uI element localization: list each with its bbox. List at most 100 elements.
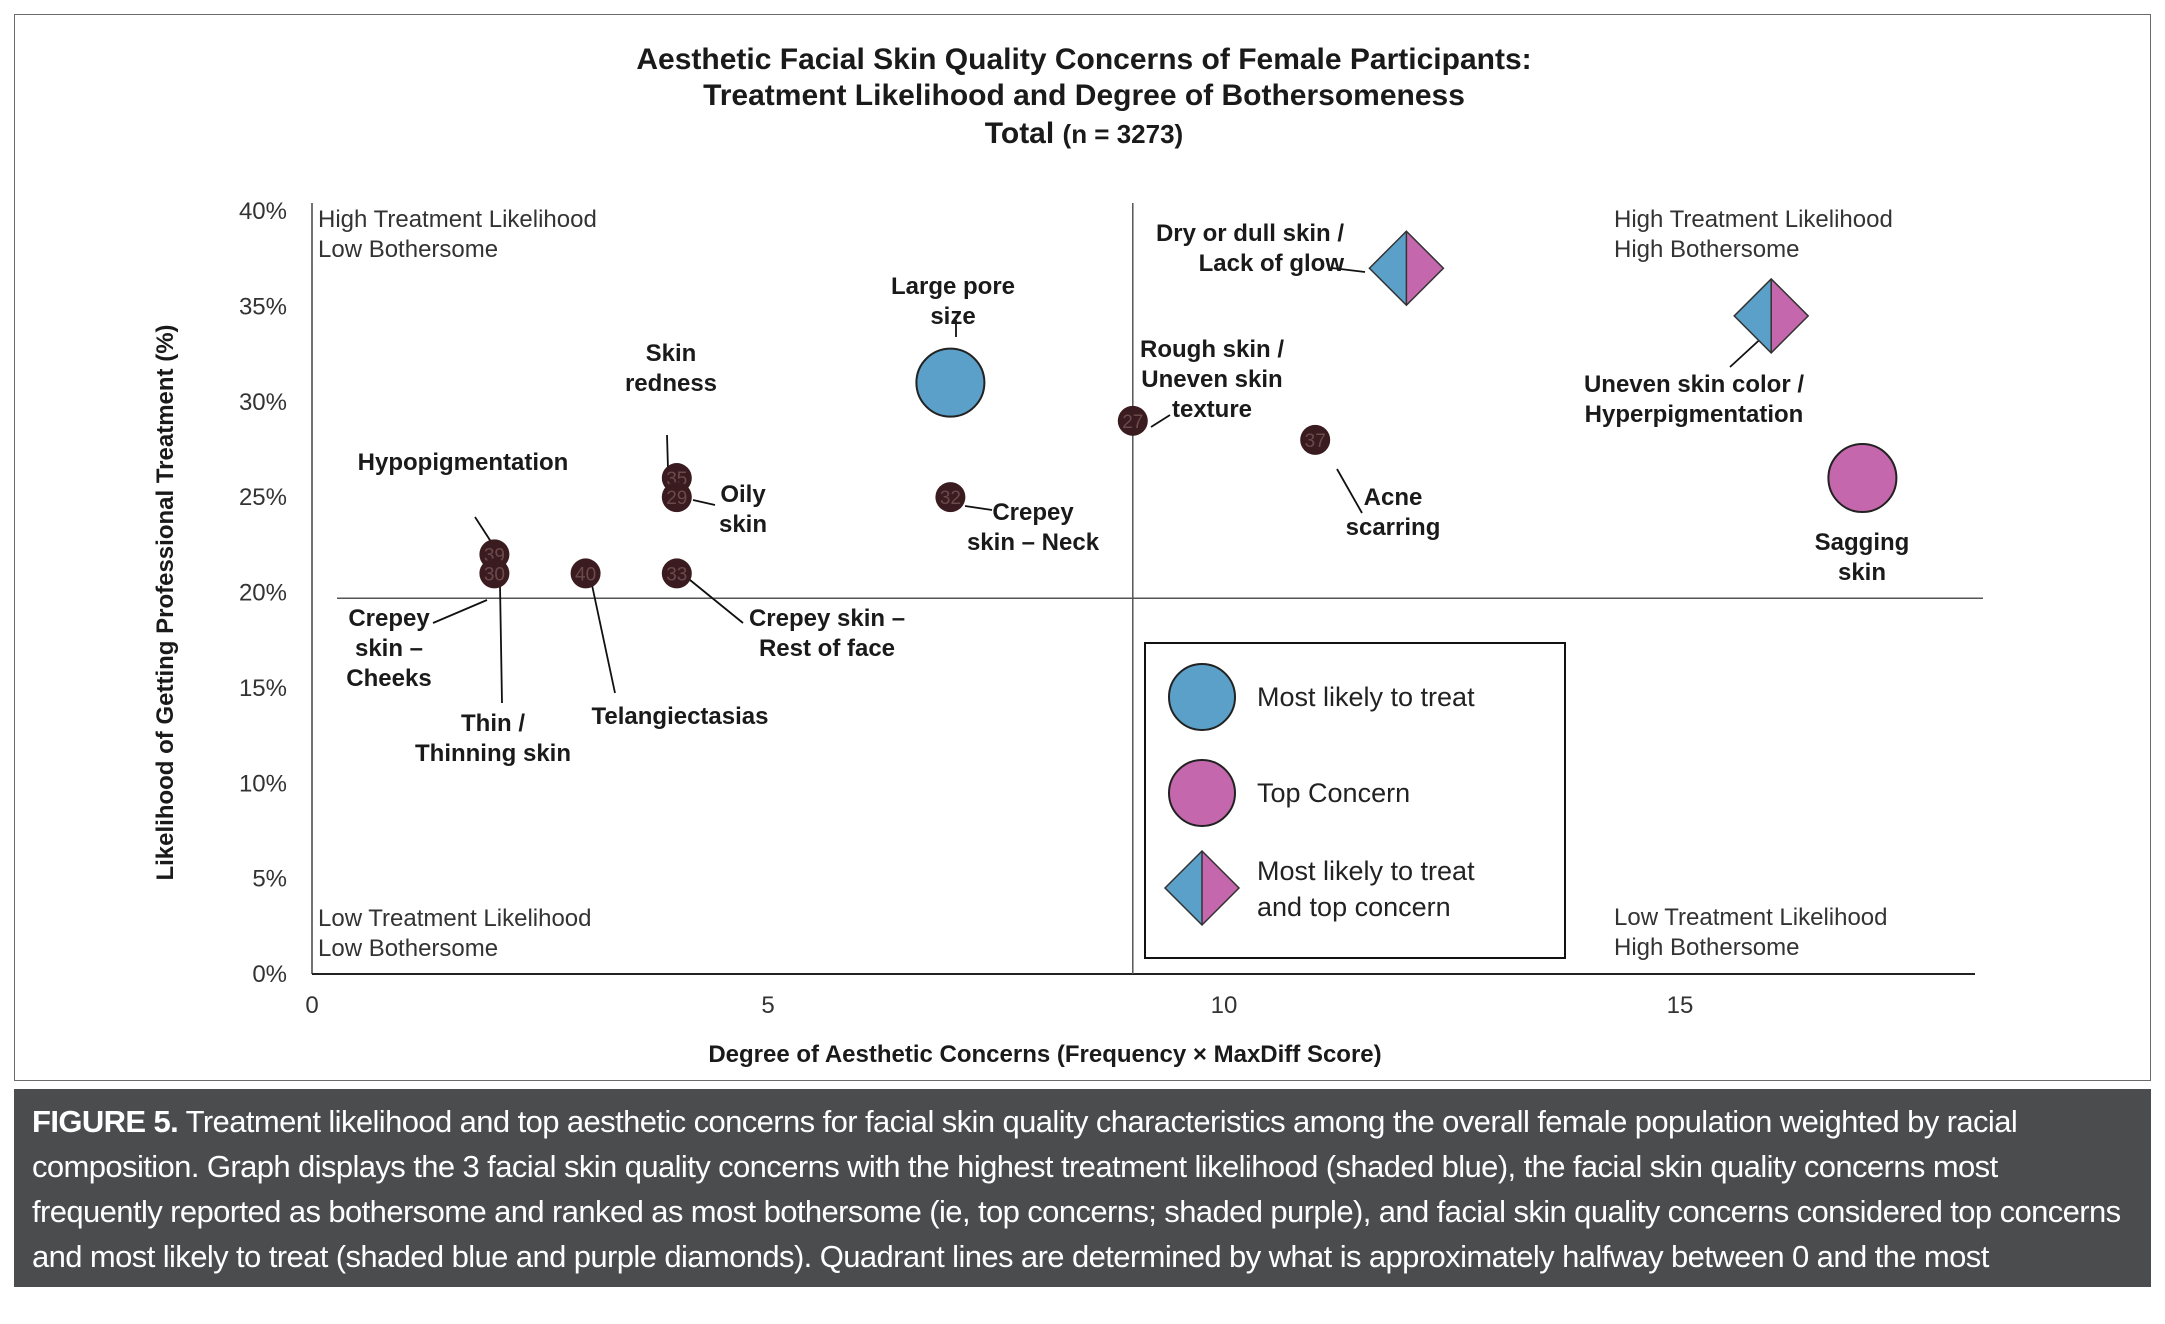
leader-line (1336, 468, 1363, 514)
data-point-marker (1117, 405, 1148, 436)
legend-label: and top concern (1257, 892, 1451, 922)
data-point-label: skin (719, 511, 767, 538)
data-point-marker (1300, 424, 1331, 455)
data-point-marker (479, 558, 510, 589)
chart-frame: Aesthetic Facial Skin Quality Concerns o… (14, 14, 2151, 1081)
data-point-marker-diamond-left-half (1734, 278, 1772, 353)
leader-line (432, 599, 488, 624)
quadrant-label-bottom-right: High Bothersome (1614, 934, 1799, 961)
data-point-marker-diamond (1368, 230, 1445, 307)
data-point-label: redness (625, 370, 717, 397)
y-tick-label: 40% (239, 198, 287, 225)
data-point-label: Sagging (1815, 529, 1910, 556)
legend-marker-blue (1168, 663, 1236, 731)
leader-line (692, 499, 716, 506)
data-point-number: 37 (1305, 431, 1326, 452)
data-point-number: 32 (940, 488, 961, 509)
data-point-label: Skin (646, 340, 697, 367)
data-point-marker-purple (1827, 443, 1898, 514)
data-point-number: 29 (666, 488, 687, 509)
y-tick-label: 0% (252, 961, 287, 988)
data-point-label: Oily (720, 481, 766, 508)
y-axis-label: Likelihood of Getting Professional Treat… (152, 324, 179, 880)
data-point-label: Crepey (992, 499, 1074, 526)
data-point-marker-diamond-right-half (1771, 278, 1809, 353)
chart-subtitle: Total (n = 3273) (985, 117, 1183, 150)
y-tick-label: 20% (239, 580, 287, 607)
data-point-number: 27 (1122, 412, 1143, 433)
leader-line (1331, 267, 1366, 273)
leader-line (689, 579, 744, 624)
legend-marker-purple (1168, 759, 1236, 827)
data-point-label: Cheeks (346, 665, 431, 692)
y-tick-label: 10% (239, 770, 287, 797)
x-tick-label: 15 (1667, 992, 1694, 1019)
data-point-label: skin (1838, 559, 1886, 586)
quadrant-label-top-right: High Bothersome (1614, 236, 1799, 263)
data-point-label: Hyperpigmentation (1585, 401, 1804, 428)
y-tick-label: 5% (252, 866, 287, 893)
data-point-marker (661, 482, 692, 513)
quadrant-label-bottom-left: Low Bothersome (318, 935, 498, 962)
leader-line (499, 584, 503, 704)
quadrant-label-top-left: High Treatment Likelihood (318, 206, 597, 233)
data-point-label: Rest of face (759, 635, 895, 662)
data-point-marker (661, 558, 692, 589)
y-tick-label: 25% (239, 484, 287, 511)
data-point-number: 33 (666, 564, 687, 585)
x-tick-label: 10 (1211, 992, 1238, 1019)
data-point-label: Lack of glow (1199, 250, 1345, 277)
data-point-label: texture (1172, 396, 1252, 423)
scatter-chart: Aesthetic Facial Skin Quality Concerns o… (152, 43, 1983, 1068)
data-point-label: Large pore (891, 273, 1015, 300)
legend-marker-diamond (1163, 849, 1241, 927)
y-tick-label: 30% (239, 389, 287, 416)
quadrant-label-top-left: Low Bothersome (318, 236, 498, 263)
chart-subtitle-n: (n = 3273) (1063, 119, 1184, 149)
data-point-marker (935, 482, 966, 513)
chart-title-line-2: Treatment Likelihood and Degree of Bothe… (703, 79, 1465, 112)
data-point-number: 40 (575, 564, 596, 585)
chart-title-line-1: Aesthetic Facial Skin Quality Concerns o… (636, 43, 1531, 76)
legend-marker-diamond-left-half (1165, 851, 1202, 925)
data-point-label: Uneven skin (1141, 366, 1282, 393)
data-point-label: Rough skin / (1140, 336, 1284, 363)
data-point-label: Thin / (461, 710, 525, 737)
quadrant-label-bottom-left: Low Treatment Likelihood (318, 905, 592, 932)
x-tick-label: 0 (305, 992, 318, 1019)
x-tick-label: 5 (761, 992, 774, 1019)
data-point-marker-diamond-right-half (1406, 231, 1444, 306)
leader-line (1150, 414, 1171, 428)
caption-lead: FIGURE 5. (32, 1104, 179, 1139)
quadrant-label-bottom-right: Low Treatment Likelihood (1614, 904, 1888, 931)
data-point-label: Acne (1364, 484, 1423, 511)
caption-text: Treatment likelihood and top aesthetic c… (32, 1104, 2121, 1319)
data-point-label: Dry or dull skin / (1156, 220, 1344, 247)
figure-caption: FIGURE 5. Treatment likelihood and top a… (14, 1089, 2151, 1319)
chart-subtitle-total: Total (985, 117, 1063, 150)
leader-line (591, 584, 616, 694)
data-point-label: Thinning skin (415, 740, 571, 767)
data-point-label: Crepey skin – (749, 605, 905, 632)
data-point-label: size (930, 303, 975, 330)
y-tick-label: 15% (239, 675, 287, 702)
data-point-marker-diamond-left-half (1369, 231, 1407, 306)
legend-label: Most likely to treat (1257, 682, 1475, 712)
quadrant-label-top-right: High Treatment Likelihood (1614, 206, 1893, 233)
data-point-label: Hypopigmentation (358, 449, 569, 476)
data-point-label: Telangiectasias (592, 703, 769, 730)
x-axis-label: Degree of Aesthetic Concerns (Frequency … (708, 1041, 1381, 1068)
data-point-marker-blue (915, 347, 986, 418)
data-point-number: 30 (484, 564, 505, 585)
data-point-label: skin – (355, 635, 423, 662)
data-point-marker (570, 558, 601, 589)
data-point-label: Crepey (348, 605, 430, 632)
y-tick-label: 35% (239, 293, 287, 320)
legend-label: Top Concern (1257, 778, 1410, 808)
data-point-label: Uneven skin color / (1584, 371, 1804, 398)
legend-marker-diamond-right-half (1202, 851, 1239, 925)
leader-line (666, 434, 669, 470)
legend-label: Most likely to treat (1257, 856, 1475, 886)
data-point-label: scarring (1346, 514, 1441, 541)
data-point-label: skin – Neck (967, 529, 1100, 556)
